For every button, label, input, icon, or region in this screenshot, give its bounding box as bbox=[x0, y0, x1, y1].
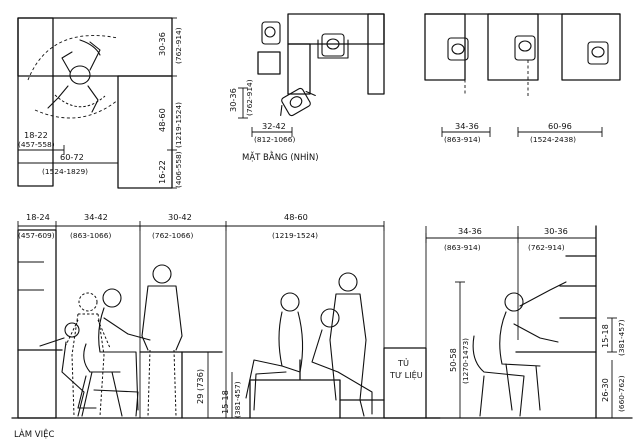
plan-a-side-cm: (406-558) bbox=[174, 151, 183, 188]
section-b-reach-cm: (1270-1473) bbox=[461, 338, 470, 384]
cabinet-label-2: TƯ LIỆU bbox=[389, 369, 423, 381]
plan-c-desk-left bbox=[424, 13, 466, 81]
plan-a-desk bbox=[17, 17, 173, 77]
section-a-figure-1 bbox=[65, 292, 111, 417]
plan-a-edge-in: 18-22 bbox=[24, 130, 48, 140]
section-a-d1-in: 18-24 bbox=[26, 212, 50, 222]
plan-b-depth-in: 30-36 bbox=[228, 88, 238, 112]
plan-c-desk-right bbox=[561, 13, 621, 81]
section-a-wall bbox=[17, 229, 57, 419]
plan-a-edge-cm: (457-558) bbox=[18, 140, 55, 149]
section-b-reaching-figure bbox=[499, 281, 567, 411]
section-b-chair bbox=[472, 335, 525, 417]
section-b-d1-cm: (863-914) bbox=[444, 243, 481, 252]
plan-c-right-in: 60-96 bbox=[548, 121, 572, 131]
plan-a-depth-in: 30-36 bbox=[157, 32, 167, 56]
section-a-bench-figure bbox=[245, 292, 304, 411]
section-b-shelf-cm: (381-457) bbox=[617, 319, 626, 356]
plan-b-chair bbox=[317, 33, 349, 59]
section-b-desk-in: 26-30 bbox=[600, 378, 610, 402]
plan-b-gap-cm: (812-1066) bbox=[254, 135, 295, 144]
plan-a-desk-plan: 30-36 (762-914) 48-60 (1219-1524) 16-22 … bbox=[17, 17, 183, 189]
plan-a-width-in: 60-72 bbox=[60, 152, 84, 162]
plan-c-left-in: 34-36 bbox=[455, 121, 479, 131]
plan-a-zone-cm: (1219-1524) bbox=[174, 102, 183, 148]
cabinet-label-1: TỦ bbox=[397, 357, 409, 368]
section-b-shelf-in: 15-18 bbox=[600, 324, 610, 348]
plan-a-depth-cm: (762-914) bbox=[174, 27, 183, 64]
plan-b-desk-plan: 30-36 (762-914) 32-42 (812-1066) MẶT BẰN… bbox=[228, 13, 385, 163]
section-a-d3-cm: (762-1066) bbox=[152, 231, 193, 240]
plan-b-left-block bbox=[287, 43, 311, 95]
section-b-d2-cm: (762-914) bbox=[528, 243, 565, 252]
section-a-d4-in: 48-60 bbox=[284, 212, 308, 222]
plan-c-desk-plan: 34-36 (863-914) 60-96 (1524-2438) bbox=[424, 13, 621, 144]
plan-title: MẶT BẰNG (NHÌN) bbox=[242, 150, 319, 163]
section-a-seated-worker bbox=[81, 288, 151, 417]
section-a-wall-worker bbox=[39, 322, 85, 417]
section-a-bench bbox=[249, 359, 341, 419]
section-a-standing-figure bbox=[141, 264, 183, 417]
section-a-seat-low-cm: (381-457) bbox=[233, 381, 242, 418]
section-a-elevation: TỦ TƯ LIỆU bbox=[11, 212, 441, 440]
section-a-seat-low-in: 15-18 bbox=[220, 390, 230, 414]
plan-b-return bbox=[367, 13, 385, 95]
plan-a-figure bbox=[47, 39, 106, 113]
plan-a-width-cm: (1524-1829) bbox=[42, 167, 88, 176]
plan-b-gap-in: 32-42 bbox=[262, 121, 286, 131]
plan-c-left-cm: (863-914) bbox=[444, 135, 481, 144]
section-b-d2-in: 30-36 bbox=[544, 226, 568, 236]
section-title: LÀM VIỆC bbox=[14, 428, 54, 440]
section-a-seat-height: 29 (736) bbox=[195, 369, 205, 404]
section-a-d4-cm: (1219-1524) bbox=[272, 231, 318, 240]
section-a-right-figures bbox=[311, 272, 373, 417]
plan-a-zone-in: 48-60 bbox=[157, 108, 167, 132]
section-a-d2-cm: (863-1066) bbox=[70, 231, 111, 240]
plan-a-return bbox=[17, 17, 54, 187]
plan-b-depth-cm: (762-914) bbox=[245, 79, 254, 116]
plan-b-visitor bbox=[280, 87, 316, 117]
section-a-d2-in: 34-42 bbox=[84, 212, 108, 222]
section-b-reach-in: 50-58 bbox=[448, 348, 458, 372]
section-b-d1-in: 34-36 bbox=[458, 226, 482, 236]
plan-c-chairs bbox=[447, 35, 609, 65]
section-a-d3-in: 30-42 bbox=[168, 212, 192, 222]
section-b-desk-cm: (660-762) bbox=[617, 375, 626, 412]
section-a-chair bbox=[77, 375, 139, 417]
plan-c-right-cm: (1524-2438) bbox=[530, 135, 576, 144]
section-b-elevation: 34-36 (863-914) 30-36 (762-914) 50-58 (1… bbox=[425, 225, 633, 419]
plan-b-side-chair bbox=[261, 21, 281, 45]
section-a-d1-cm: (457-609) bbox=[18, 231, 55, 240]
plan-b-small-table bbox=[257, 51, 281, 75]
plan-a-side-in: 16-22 bbox=[157, 160, 167, 184]
